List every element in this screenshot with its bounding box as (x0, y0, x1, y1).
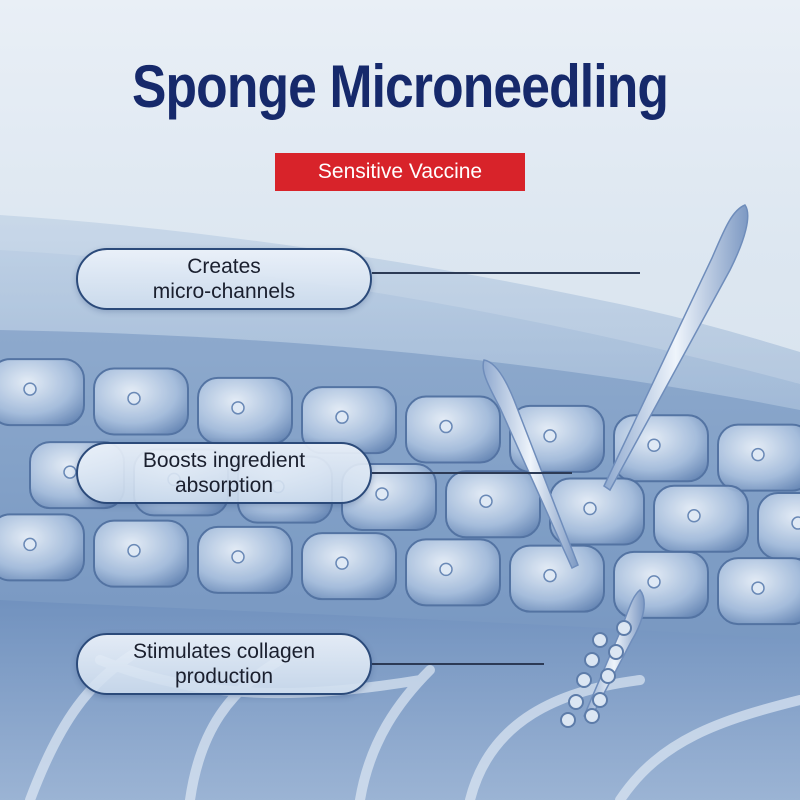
skin-cell (509, 544, 605, 613)
cell-nucleus (647, 438, 661, 453)
skin-cell (197, 376, 293, 445)
skin-cell (405, 395, 501, 464)
cell-nucleus (751, 581, 765, 595)
cell-nucleus (23, 537, 37, 552)
cell-nucleus (23, 382, 37, 396)
cell-nucleus (439, 562, 453, 577)
cell-nucleus (63, 465, 77, 479)
callout-leader-line (372, 272, 640, 274)
skin-cell (445, 470, 541, 539)
skin-cells (0, 358, 800, 626)
callout-text: Stimulates collagen (132, 640, 316, 663)
callout-text: Boosts ingredient (142, 449, 306, 472)
skin-cell (405, 538, 501, 607)
page-title: Sponge Microneedling (131, 53, 669, 120)
cell-nucleus (335, 410, 349, 424)
cell-nucleus (647, 575, 661, 589)
cell-nucleus (479, 494, 493, 508)
microneedles (482, 204, 749, 728)
cell-nucleus (335, 556, 349, 570)
skin-cell (197, 525, 293, 594)
cell-nucleus (231, 401, 245, 415)
skin-cell (0, 513, 85, 582)
subtitle-badge: Sensitive Vaccine (275, 153, 525, 191)
cell-nucleus (375, 487, 389, 501)
callout-text: production (174, 665, 274, 688)
cell-nucleus (687, 509, 701, 523)
skin-cell (93, 519, 189, 588)
skin-cell (301, 532, 397, 601)
callout-absorption: Boosts ingredient absorption (76, 442, 372, 504)
cell-nucleus (231, 550, 245, 564)
callout-leader-line (372, 472, 572, 474)
callout-text: Creates (187, 255, 261, 278)
cell-nucleus (127, 543, 141, 558)
skin-cell (757, 492, 800, 561)
callout-collagen: Stimulates collagen production (76, 633, 372, 695)
cell-nucleus (791, 516, 800, 530)
callout-text: absorption (174, 474, 274, 497)
cell-nucleus (439, 419, 453, 434)
skin-cell (653, 484, 749, 553)
callout-text: micro-channels (152, 280, 296, 303)
skin-cell (0, 358, 85, 427)
callout-micro-channels: Creates micro-channels (76, 248, 372, 310)
skin-cell (93, 367, 189, 436)
skin-cell (613, 550, 709, 619)
cell-nucleus (543, 568, 557, 583)
cell-nucleus (583, 501, 597, 516)
cell-nucleus (127, 391, 141, 406)
cell-nucleus (543, 429, 557, 443)
cell-nucleus (751, 447, 765, 462)
callout-leader-line (372, 663, 544, 665)
